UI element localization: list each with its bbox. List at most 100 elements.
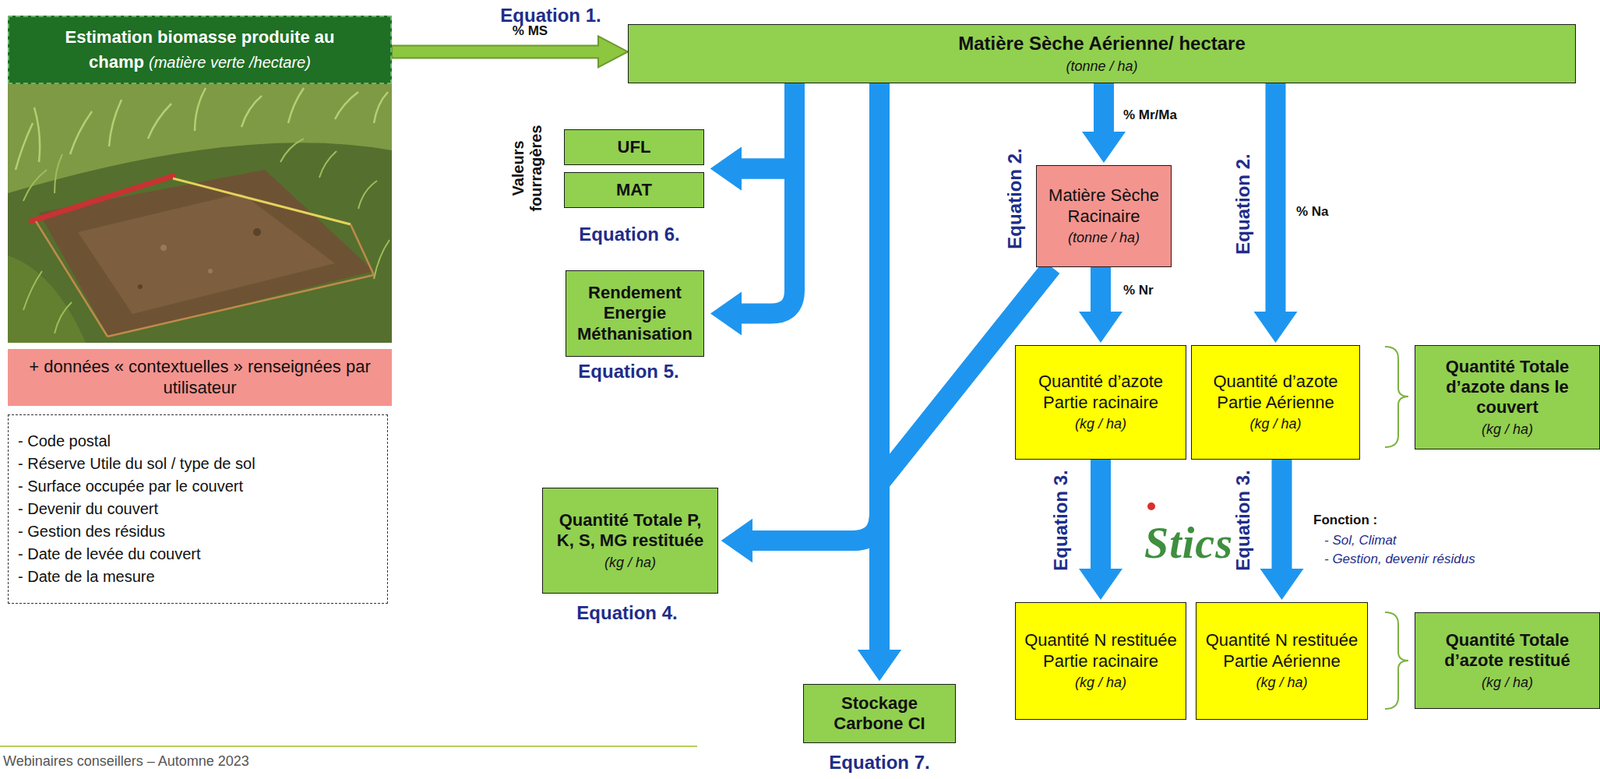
edge-label: % MS (511, 24, 550, 40)
arrow-head (1078, 311, 1123, 343)
diagram-box: Quantité N restituée Partie Aérienne (kg … (1195, 602, 1368, 720)
arrow-shaft (1272, 459, 1293, 571)
node-text: Quantité Totale P, K, S, MG restituée (549, 510, 712, 552)
node-text: Rendement Energie Méthanisation (572, 282, 698, 345)
node-text: Quantité d’azote Partie racinaire (1022, 371, 1180, 413)
node-text: Quantité d’azote Partie Aérienne (1198, 371, 1354, 413)
arrow-shaft (750, 83, 880, 541)
diagram-box: Quantité d’azote Partie racinaire (kg / h… (1014, 345, 1187, 460)
node-text: - Réserve Utile du sol / type de sol (17, 452, 378, 476)
node-text: (matière verte /hectare) (148, 53, 311, 71)
text-label: Fonction : (1313, 512, 1378, 529)
node-text: (kg / ha) (1481, 674, 1534, 692)
node-text: Matière Sèche Racinaire (1043, 185, 1165, 227)
flow-arrow (710, 83, 795, 336)
node-text: (kg / ha) (1249, 415, 1301, 434)
diagram-box: UFL (563, 129, 705, 166)
diagram-box: Matière Sèche Aérienne/ hectare (tonne / … (627, 24, 1576, 84)
equation-label: Equation 2. (1232, 153, 1255, 254)
node-text: Quantité Totale d’azote restitué (1421, 630, 1593, 672)
flow-arrow (721, 83, 880, 563)
arrow-head (1081, 131, 1126, 163)
arrow-head (721, 518, 753, 563)
diagram-box: Rendement Energie Méthanisation (565, 270, 705, 357)
footer-rule (0, 745, 698, 748)
text-label: Webinaires conseillers – Automne 2023 (3, 753, 250, 770)
node-text: - Code postal (17, 429, 378, 453)
arrow-head (857, 649, 902, 681)
flow-arrow (1078, 459, 1123, 600)
node-text: + données « contextuelles » renseignées … (14, 356, 386, 399)
diagram-box: Quantité Totale d’azote restitué (kg / ha… (1414, 612, 1600, 709)
arrow-shaft (1090, 459, 1111, 571)
node-text: - Devenir du couvert (17, 497, 378, 521)
field-photo (7, 76, 392, 343)
diagram-box: Quantité Totale P, K, S, MG restituée (kg… (542, 487, 719, 594)
node-text: MAT (616, 179, 652, 201)
flow-arrow (710, 83, 795, 191)
diagram-box: MAT (563, 172, 705, 208)
equation-label: Equation 3. (1232, 469, 1255, 571)
flow-arrow (710, 83, 795, 191)
node-text: - Date de la mesure (17, 565, 378, 589)
arrow-head (710, 292, 742, 336)
equation-label: Equation 1. (500, 4, 601, 27)
logo-dot (1147, 502, 1156, 511)
arrow-head (1254, 311, 1298, 343)
diagram-box: + données « contextuelles » renseignées … (7, 348, 392, 406)
equation-label: Equation 7. (828, 751, 930, 774)
flow-arrow (1254, 83, 1298, 343)
diagram-box: Matière Sèche Racinaire (tonne / ha) (1036, 165, 1172, 268)
text-label: - Sol, Climat (1324, 532, 1397, 549)
diagram-box: Quantité N restituée Partie racinaire(kg… (1014, 602, 1187, 720)
text-label: % Mr/Ma (1121, 107, 1179, 124)
node-text: (kg / ha) (604, 554, 656, 572)
text-label: - Gestion, devenir résidus (1324, 551, 1476, 568)
diagram-box: Quantité d’azote Partie Aérienne (kg / ha… (1191, 345, 1361, 460)
bracket (1385, 612, 1409, 709)
diagram-box: - Code postal- Réserve Utile du sol / ty… (7, 414, 388, 604)
arrow-shaft (1090, 267, 1111, 314)
node-text: - Date de levée du couvert (17, 542, 378, 566)
arrow-head (1260, 568, 1304, 600)
arrow-head (1078, 568, 1123, 600)
node-text: (kg / ha) (1481, 421, 1534, 439)
node-text: - Gestion des résidus (17, 520, 378, 543)
equation-label: Equation 6. (578, 223, 680, 246)
node-text: Quantité Totale d’azote dans le couvert (1421, 356, 1593, 419)
node-text: Matière Sèche Aérienne/ hectare (958, 32, 1246, 56)
node-text: (tonne / ha) (1067, 229, 1140, 247)
flow-arrow (1260, 459, 1304, 600)
text-label: Valeurs fourragères (509, 109, 546, 227)
flow-arrow (1078, 267, 1123, 343)
diagram-box: Estimation biomasse produite au champ(ma… (7, 15, 392, 85)
arrow-head (710, 147, 742, 191)
equation-label: Equation 2. (1004, 148, 1026, 249)
equation-label: Equation 4. (576, 602, 677, 624)
node-text: (kg / ha) (1255, 674, 1308, 692)
arrow-shape (391, 35, 628, 67)
equation-label: Equation 5. (577, 360, 679, 383)
text-label: % Nr (1121, 282, 1156, 299)
arrow-shaft (1093, 83, 1114, 134)
arrow-head (710, 147, 742, 191)
node-text: Quantité N restituée Partie racinaire (1022, 630, 1180, 672)
diagram-box: Stockage Carbone CI (803, 683, 956, 744)
node-text: - Surface occupée par le couvert (17, 475, 378, 498)
node-text: Quantité N restituée Partie Aérienne (1202, 630, 1361, 672)
flow-arrow (391, 35, 628, 67)
flow-arrow (1081, 83, 1126, 163)
arrow-head (857, 649, 902, 681)
bracket (1385, 346, 1409, 448)
text-label: Stics (1144, 518, 1234, 568)
diagram-box: Quantité Totale d’azote dans le couvert (… (1414, 345, 1600, 450)
node-text: (kg / ha) (1074, 415, 1127, 434)
node-text: (tonne / ha) (1065, 58, 1138, 76)
node-text: Stockage Carbone CI (810, 693, 949, 735)
arrow-shaft (740, 83, 795, 314)
arrow-shaft (1265, 83, 1287, 314)
text-label: % Na (1294, 204, 1331, 220)
equation-label: Equation 3. (1050, 469, 1072, 571)
arrow-head (721, 518, 753, 563)
